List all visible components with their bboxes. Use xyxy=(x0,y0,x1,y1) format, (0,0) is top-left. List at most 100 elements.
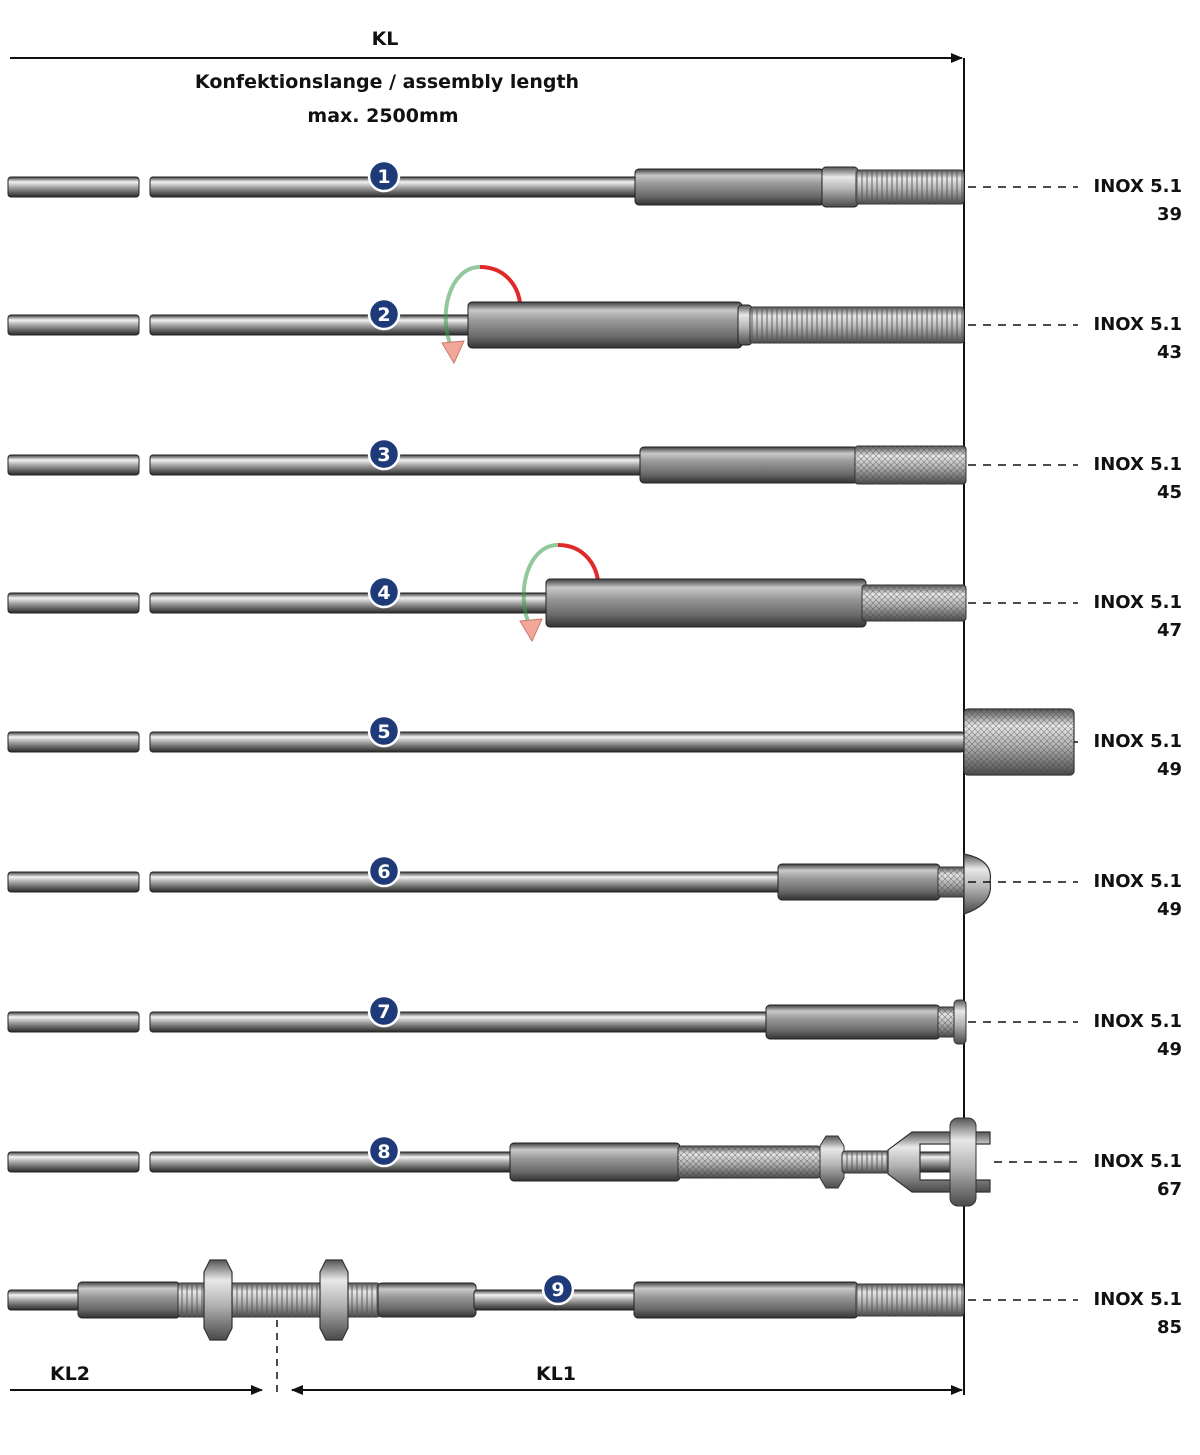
kl1-label: KL1 xyxy=(535,1363,577,1385)
assembly-row-3: 3 xyxy=(7,437,1078,485)
catalog-page: 39 xyxy=(1156,204,1182,225)
assembly-row-8: 8 xyxy=(7,1117,1078,1207)
flange-head xyxy=(953,999,967,1045)
kl-label: KL xyxy=(371,28,399,50)
catalog-code: INOX 5.1 xyxy=(1093,871,1182,892)
cable xyxy=(149,731,965,753)
sleeve-tip-pattern xyxy=(938,867,966,897)
sleeve-tip-pattern xyxy=(938,1007,958,1037)
swage-sleeve xyxy=(509,1142,681,1182)
row-number-text: 8 xyxy=(377,1141,390,1163)
catalog-page: 45 xyxy=(1156,482,1182,503)
threaded-stud-grooves xyxy=(856,170,964,204)
swage-sleeve xyxy=(634,168,825,206)
knurled-body-pattern xyxy=(678,1146,820,1178)
cable-stub xyxy=(7,176,140,198)
swage-sleeve xyxy=(633,1281,859,1319)
lock-nut xyxy=(819,1135,845,1189)
row-number-badge xyxy=(367,297,401,331)
catalog-page: 67 xyxy=(1156,1179,1182,1200)
threaded-stud-grooves xyxy=(750,307,964,343)
swage-sleeve xyxy=(467,301,743,349)
catalog-code: INOX 5.1 xyxy=(1093,314,1182,335)
catalog-page: 49 xyxy=(1156,759,1182,780)
reference-tag-6: INOX 5.1 49 xyxy=(1094,868,1182,924)
assembly-row-9: 9 xyxy=(7,1259,1078,1341)
knurled-sleeve-end-pattern xyxy=(855,446,966,484)
swage-sleeve xyxy=(639,446,859,484)
assembly-row-2: 2 xyxy=(7,265,1078,365)
swage-sleeve xyxy=(545,578,867,628)
catalog-code: INOX 5.1 xyxy=(1093,454,1182,475)
row-number-badge xyxy=(541,1272,575,1306)
cable-stub xyxy=(7,314,140,336)
row-number-text: 9 xyxy=(551,1279,564,1301)
catalog-page: 47 xyxy=(1156,620,1182,641)
cable-stub xyxy=(7,731,140,753)
hex-nut-1 xyxy=(203,1259,233,1341)
hex-nut-2 xyxy=(319,1259,349,1341)
row-number-text: 3 xyxy=(377,444,390,466)
reference-tag-5: INOX 5.1 49 xyxy=(1094,728,1182,784)
threaded-stud-grooves xyxy=(856,1284,964,1316)
assembly-row-4: 4 xyxy=(7,543,1078,643)
assembly-length-title: Konfektionslange / assembly length xyxy=(194,71,580,93)
row-number-text: 2 xyxy=(377,304,390,326)
row-number-text: 7 xyxy=(377,1001,390,1023)
assembly-row-5: 5 xyxy=(7,708,1078,776)
rotation-arrow-red xyxy=(557,543,600,582)
rotation-arrow-red xyxy=(479,265,522,304)
row-number-badge xyxy=(367,854,401,888)
mushroom-head xyxy=(963,853,992,915)
cable-stub xyxy=(7,592,140,614)
swage-sleeve xyxy=(765,1004,941,1040)
rotation-arrow-head xyxy=(519,618,543,643)
catalog-page: 49 xyxy=(1156,1039,1182,1060)
catalog-code: INOX 5.1 xyxy=(1093,592,1182,613)
fork-thread-grooves xyxy=(842,1151,890,1173)
catalog-page: 49 xyxy=(1156,899,1182,920)
reference-tag-1: INOX 5.1 39 xyxy=(1094,173,1182,229)
swage-sleeve xyxy=(777,863,941,901)
reference-tag-4: INOX 5.1 47 xyxy=(1094,589,1182,645)
assembly-row-1: 1 xyxy=(7,159,1078,208)
kl2-label: KL2 xyxy=(49,1363,91,1385)
square-end-texture xyxy=(964,709,1074,775)
row-number-badge xyxy=(367,994,401,1028)
row-number-badge xyxy=(367,437,401,471)
rotation-arrow-head xyxy=(441,340,465,365)
swage-sleeve-left xyxy=(77,1281,181,1319)
row-number-badge xyxy=(367,575,401,609)
catalog-code: INOX 5.1 xyxy=(1093,176,1182,197)
reference-tag-3: INOX 5.1 45 xyxy=(1094,451,1182,507)
assembly-rows: 1 2 3 4 5 6 7 8 9 xyxy=(7,159,1078,1341)
rotation-arrow-green xyxy=(443,265,481,352)
row-number-badge xyxy=(367,159,401,193)
row-number-text: 5 xyxy=(377,721,390,743)
row-number-badge xyxy=(367,714,401,748)
cable xyxy=(7,1289,81,1311)
assembly-row-6: 6 xyxy=(7,853,1078,915)
rotation-arrow-green xyxy=(521,543,559,630)
row-number-text: 6 xyxy=(377,861,390,883)
row-number-badge xyxy=(367,1134,401,1168)
swage-sleeve-mid xyxy=(377,1282,477,1318)
cable-stub xyxy=(7,454,140,476)
catalog-page: 85 xyxy=(1156,1317,1182,1338)
clevis-pin xyxy=(949,1117,977,1207)
max-length-note: max. 2500mm xyxy=(307,105,459,127)
cable-stub xyxy=(7,1151,140,1173)
cable-stub xyxy=(7,1011,140,1033)
cable-stub xyxy=(7,871,140,893)
sleeve-collar xyxy=(821,166,859,208)
row-number-text: 1 xyxy=(377,166,390,188)
knurled-sleeve-end-pattern xyxy=(862,585,966,621)
row-number-text: 4 xyxy=(377,582,390,604)
catalog-code: INOX 5.1 xyxy=(1093,731,1182,752)
